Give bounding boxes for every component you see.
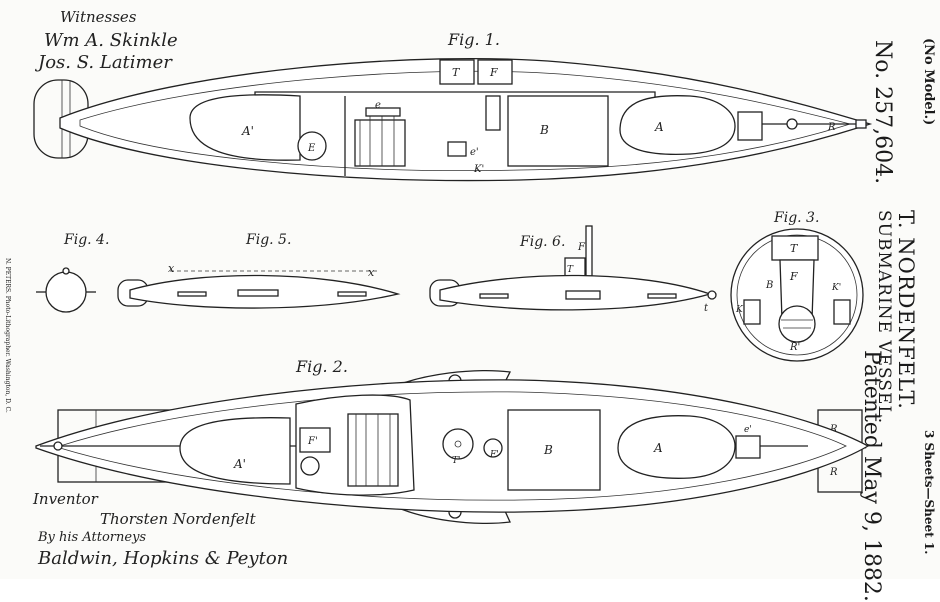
fig2-tank-A (618, 416, 735, 479)
fig2-engine (348, 414, 398, 486)
svg-text:x: x (368, 266, 375, 279)
svg-text:B: B (765, 280, 773, 291)
svg-text:R: R (829, 467, 838, 478)
svg-text:B: B (539, 123, 549, 137)
fig6-caption: Fig. 6. (519, 234, 565, 250)
svg-text:T: T (567, 265, 574, 275)
fig2-caption: Fig. 2. (295, 357, 348, 376)
svg-text:A': A' (233, 457, 246, 471)
svg-text:e: e (375, 100, 381, 111)
svg-text:A: A (654, 120, 664, 134)
svg-text:R: R (827, 122, 836, 133)
svg-text:t: t (704, 303, 709, 314)
svg-text:B: B (543, 443, 553, 457)
svg-text:F: F (577, 242, 586, 253)
fig2-hatch-T1 (443, 429, 473, 459)
figure-5: Fig. 5. x x (118, 232, 398, 308)
drawing-figures: Fig. 1. T F A' E (0, 0, 940, 579)
svg-text:A': A' (241, 124, 254, 138)
svg-text:K': K' (473, 164, 484, 175)
fig5-caption: Fig. 5. (245, 232, 291, 248)
svg-text:R': R' (789, 342, 800, 353)
svg-text:F': F' (489, 450, 499, 460)
fig4-cross-section (46, 272, 86, 312)
fig4-caption: Fig. 4. (63, 232, 109, 248)
svg-text:A: A (653, 441, 663, 455)
figure-4: Fig. 4. (36, 232, 109, 312)
svg-text:e': e' (744, 425, 752, 435)
fig3-caption: Fig. 3. (773, 210, 819, 226)
svg-text:F: F (489, 66, 498, 79)
svg-text:x: x (168, 262, 175, 275)
svg-text:T': T' (452, 456, 460, 466)
figure-1: Fig. 1. T F A' E (34, 30, 870, 181)
figure-6: Fig. 6. F T t (430, 226, 716, 314)
fig1-compartment-B (508, 96, 608, 166)
figure-2: Fig. 2. R R A' F' (36, 357, 868, 523)
fig1-caption: Fig. 1. (447, 30, 500, 49)
svg-text:F': F' (307, 436, 318, 447)
svg-text:E: E (307, 143, 316, 154)
fig2-compartment-B (508, 410, 600, 490)
fig1-tank-A (620, 96, 735, 155)
svg-text:K': K' (735, 305, 745, 315)
patent-drawing-sheet: Witnesses Wm A. Skinkle Jos. S. Latimer … (0, 0, 940, 579)
svg-text:F: F (789, 270, 798, 283)
figure-3: Fig. 3. T F K' K' B R' (731, 210, 863, 361)
svg-text:e': e' (470, 147, 479, 158)
svg-text:K': K' (831, 283, 841, 293)
